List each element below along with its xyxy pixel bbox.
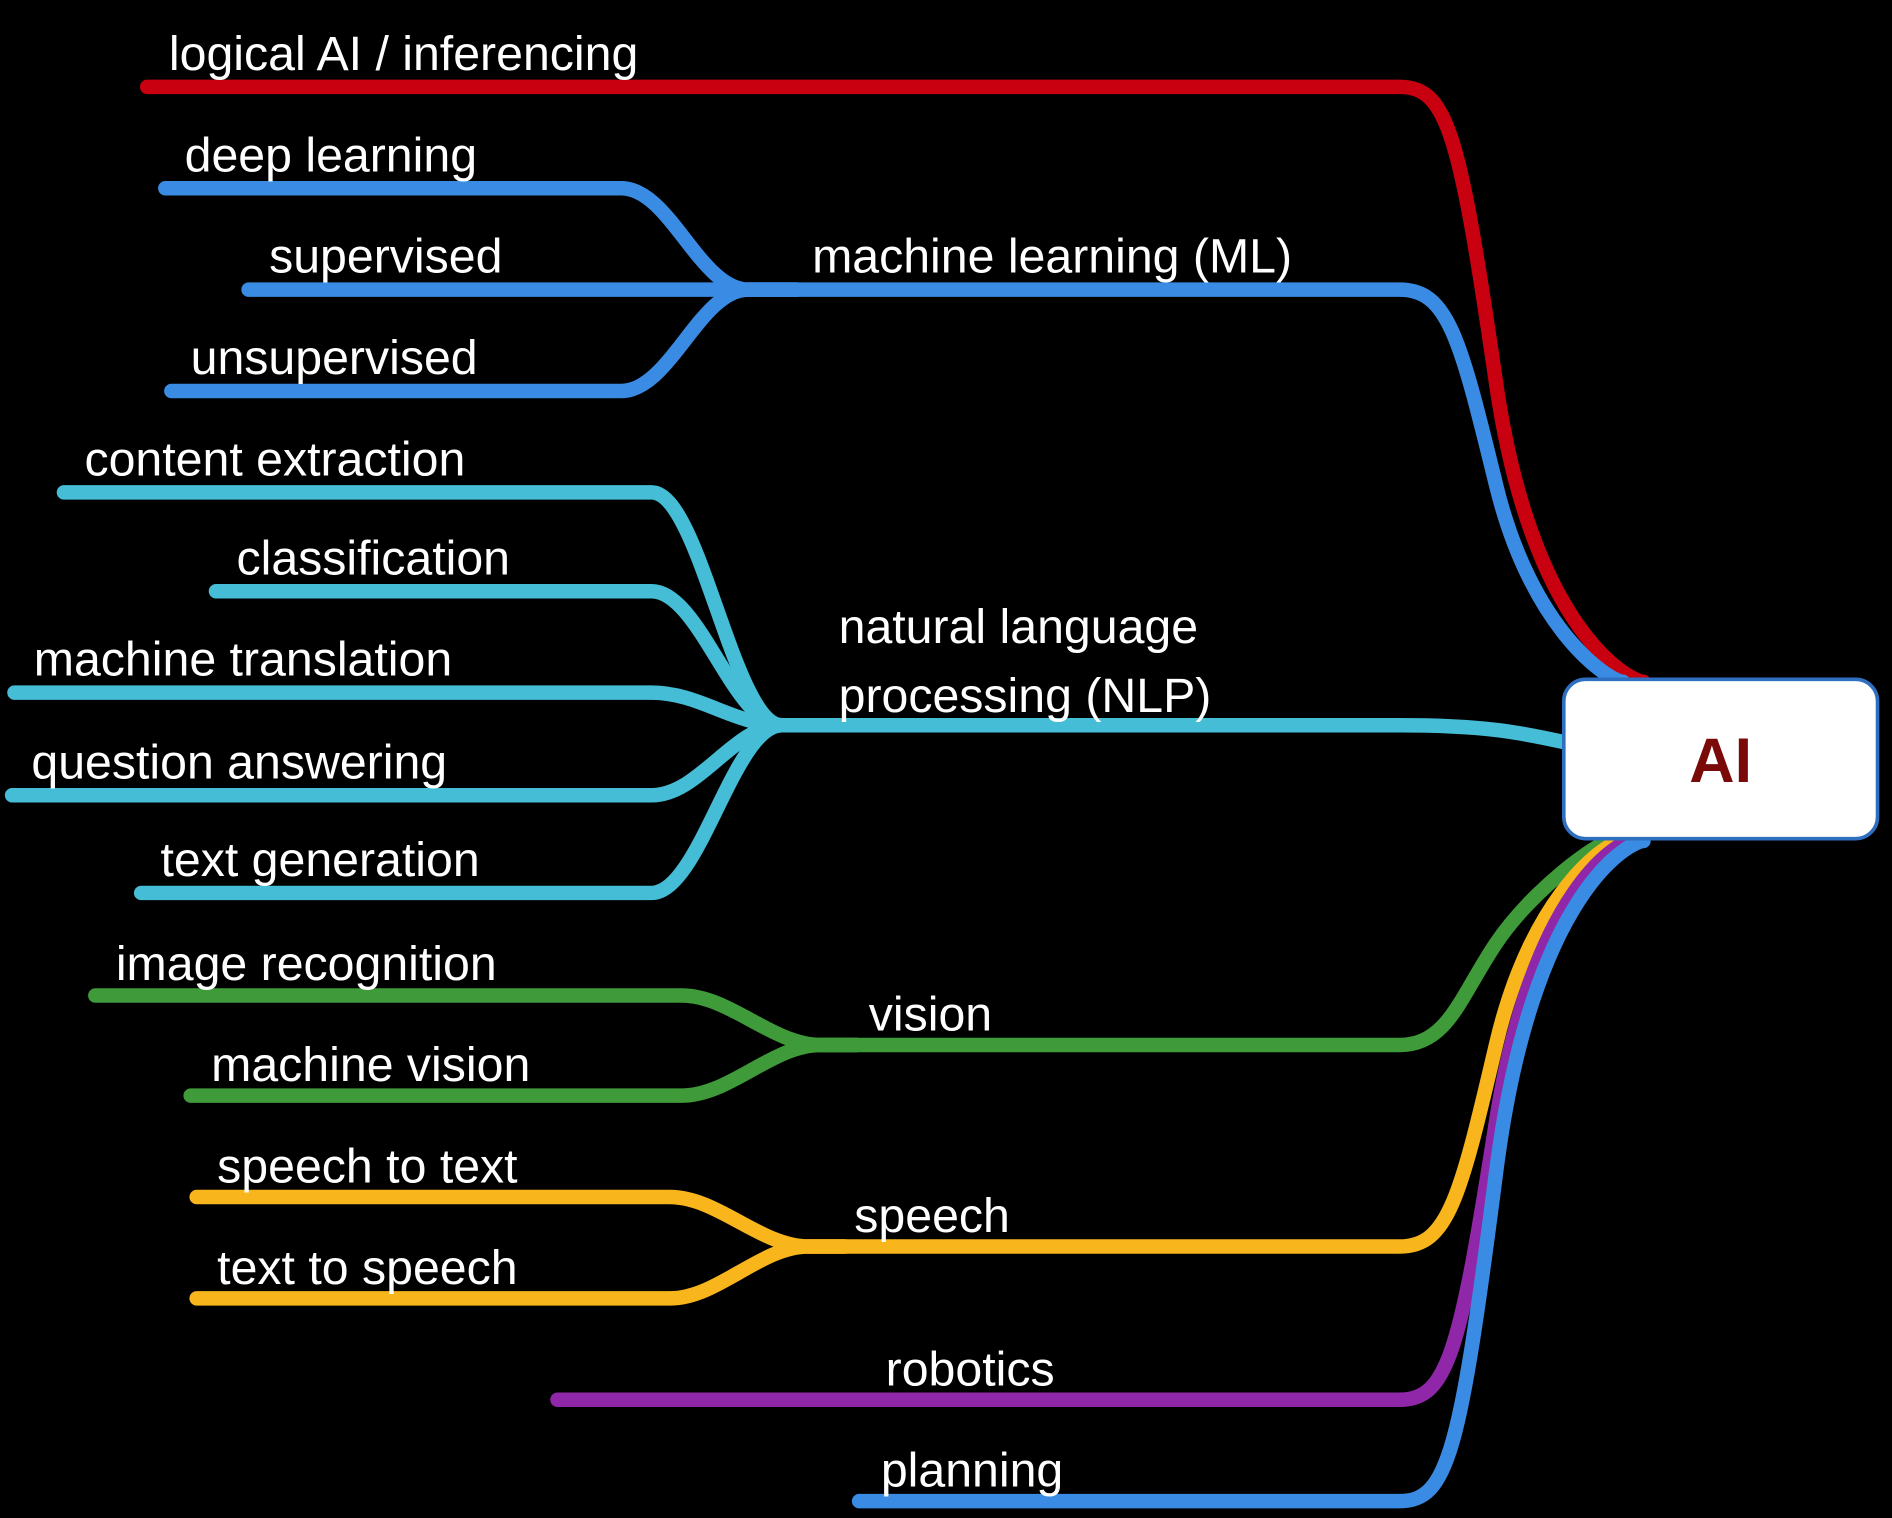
branch-label-nlp[interactable]: natural language — [839, 600, 1198, 654]
branch-edge-planning — [851, 833, 1651, 1509]
branch-label-planning[interactable]: planning — [881, 1444, 1063, 1498]
root-box — [1561, 677, 1880, 841]
branch-edge-ml — [740, 282, 1631, 690]
branch-edge-nlp — [774, 717, 1572, 750]
child-label[interactable]: text to speech — [217, 1241, 517, 1295]
child-label[interactable]: content extraction — [84, 432, 465, 486]
branch-label-ml[interactable]: machine learning (ML) — [812, 230, 1292, 284]
child-label[interactable]: speech to text — [217, 1140, 518, 1194]
child-edge — [133, 717, 831, 901]
child-label[interactable]: deep learning — [185, 128, 477, 182]
child-label[interactable]: supervised — [269, 230, 502, 284]
branch-edge-robotics — [550, 833, 1639, 1407]
child-label[interactable]: image recognition — [116, 937, 497, 991]
child-label[interactable]: machine translation — [34, 633, 452, 687]
branch-edge-logical — [139, 79, 1651, 690]
branch-label-logical[interactable]: logical AI / inferencing — [169, 27, 638, 81]
root-node[interactable]: AI — [1561, 677, 1880, 841]
branch-label-vision[interactable]: vision — [869, 988, 992, 1042]
branch-edge-vision — [813, 833, 1619, 1053]
branch-label-nlp[interactable]: processing (NLP) — [839, 669, 1212, 723]
branch-label-robotics[interactable]: robotics — [886, 1342, 1055, 1396]
child-edge — [7, 685, 831, 733]
child-label[interactable]: text generation — [160, 833, 479, 887]
branch-label-speech[interactable]: speech — [854, 1189, 1010, 1243]
child-label[interactable]: machine vision — [211, 1038, 530, 1092]
child-edge — [189, 1239, 852, 1306]
child-label[interactable]: classification — [237, 531, 511, 585]
child-edge — [164, 282, 804, 399]
child-edge — [183, 1037, 864, 1103]
child-label[interactable]: unsupervised — [191, 331, 478, 385]
child-label[interactable]: question answering — [31, 735, 447, 789]
root-label: AI — [1689, 726, 1752, 796]
child-edge — [189, 1189, 852, 1254]
